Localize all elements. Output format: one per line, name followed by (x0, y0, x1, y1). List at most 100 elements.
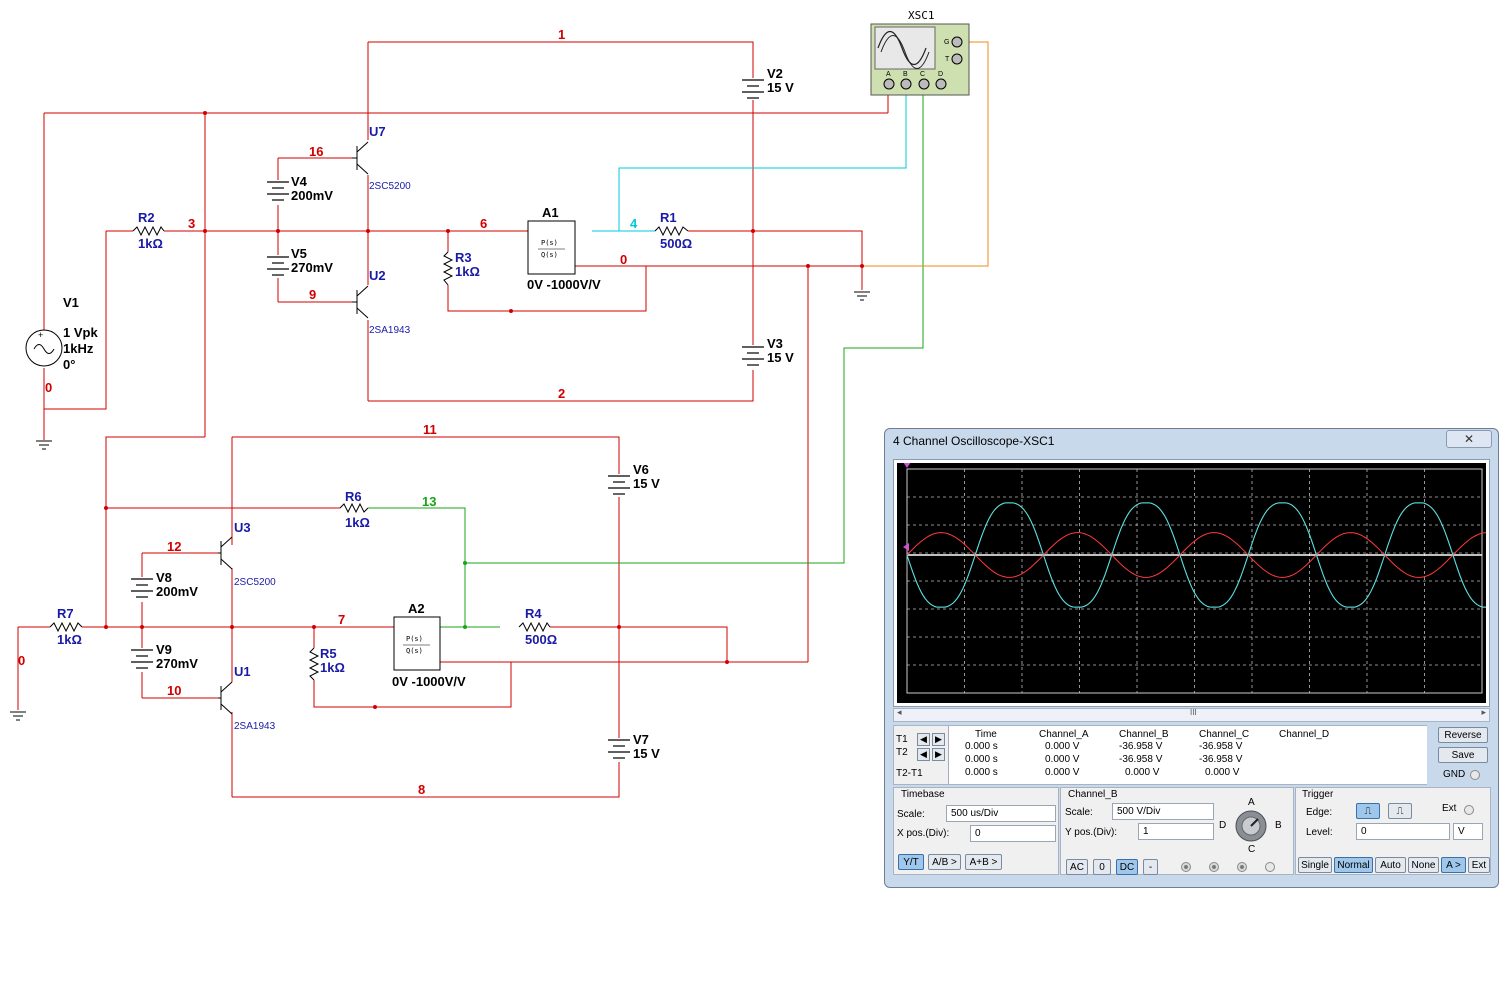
t1-left-arrow-icon[interactable]: ◀ (917, 733, 930, 746)
ac-coupling-button[interactable]: AC (1066, 859, 1088, 875)
single-button[interactable]: Single (1298, 857, 1332, 873)
svg-text:0: 0 (620, 252, 627, 267)
oscilloscope-window[interactable]: 4 Channel Oscilloscope-XSC1 ✕ ◂ III ▸ T1… (884, 428, 1499, 888)
knob-label-c: C (1248, 844, 1256, 855)
svg-text:2SA1943: 2SA1943 (234, 721, 276, 732)
svg-text:1kΩ: 1kΩ (57, 632, 82, 647)
scope-display[interactable] (893, 459, 1490, 707)
svg-text:V7: V7 (633, 732, 649, 747)
t2-right-arrow-icon[interactable]: ▶ (932, 748, 945, 761)
scope-traces (906, 502, 1486, 608)
hdr-channel-b: Channel_B (1119, 729, 1169, 740)
svg-text:0: 0 (18, 653, 25, 668)
svg-text:500Ω: 500Ω (525, 632, 557, 647)
battery-symbols (131, 79, 764, 759)
svg-text:D: D (938, 71, 943, 78)
svg-text:8: 8 (418, 782, 425, 797)
timebase-scale-label: Scale: (897, 809, 925, 820)
timebase-title: Timebase (901, 789, 945, 800)
svg-text:2SC5200: 2SC5200 (369, 181, 411, 192)
t1-right-arrow-icon[interactable]: ▶ (932, 733, 945, 746)
transfer-block-a1[interactable]: P(s) Q(s) A1 0V -1000V/V (527, 205, 601, 292)
svg-text:3: 3 (188, 216, 195, 231)
svg-text:15 V: 15 V (633, 746, 660, 761)
dc-coupling-button[interactable]: DC (1116, 859, 1138, 875)
svg-text:G: G (944, 39, 949, 46)
v1-amp: 1 Vpk (63, 325, 98, 340)
scope-grid (907, 469, 1482, 693)
normal-button[interactable]: Normal (1334, 857, 1373, 873)
junctions (104, 111, 864, 709)
hdr-channel-d: Channel_D (1279, 729, 1330, 740)
resistor-symbols (49, 225, 689, 681)
trace-channel-b (906, 502, 1486, 608)
svg-text:C: C (920, 71, 925, 78)
trigger-panel: Trigger Edge: ⎍ ⎍ Ext Level: 0 V Single … (1295, 787, 1491, 875)
hdr-channel-c: Channel_C (1199, 729, 1250, 740)
svg-text:1kΩ: 1kΩ (138, 236, 163, 251)
scroll-thumb[interactable]: III (1190, 708, 1197, 717)
reverse-button[interactable]: Reverse (1438, 727, 1488, 743)
falling-edge-icon[interactable]: ⎍ (1388, 803, 1412, 819)
channel-radio[interactable] (1181, 862, 1191, 872)
svg-text:R4: R4 (525, 606, 542, 621)
svg-text:1kΩ: 1kΩ (345, 515, 370, 530)
channel-radio[interactable] (1209, 862, 1219, 872)
a2-formula: 0V -1000V/V (392, 674, 466, 689)
v1-name: V1 (63, 295, 79, 310)
v1-freq: 1kHz (63, 341, 94, 356)
ab-button[interactable]: A/B > (928, 854, 961, 870)
channel-radio[interactable] (1237, 862, 1247, 872)
scroll-left-icon[interactable]: ◂ (897, 707, 902, 717)
a-plus-b-button[interactable]: A+B > (965, 854, 1002, 870)
level-unit-select[interactable]: V (1453, 823, 1483, 840)
ypos-label: Y pos.(Div): (1065, 827, 1118, 838)
scroll-right-icon[interactable]: ▸ (1481, 707, 1486, 717)
save-button[interactable]: Save (1438, 747, 1488, 763)
cursor-readout: T1 T2 T2-T1 ◀ ▶ ◀ ▶ Time Channel_A Chann… (893, 725, 1427, 785)
ext-radio[interactable] (1464, 805, 1474, 815)
channel-scale-field[interactable]: 500 V/Div (1112, 803, 1214, 820)
readout-cell: 0.000 V (1205, 767, 1240, 778)
rising-edge-icon[interactable]: ⎍ (1356, 803, 1380, 819)
transfer-block-a2[interactable]: P(s) Q(s) A2 0V -1000V/V (392, 601, 466, 689)
ac-source-v1[interactable]: + V1 1 Vpk 1kHz 0° (25, 295, 98, 372)
readout-cell: -36.958 V (1199, 754, 1243, 765)
none-button[interactable]: None (1408, 857, 1439, 873)
channel-radio[interactable] (1265, 862, 1275, 872)
svg-text:U3: U3 (234, 520, 251, 535)
yt-button[interactable]: Y/T (898, 854, 924, 870)
svg-text:V6: V6 (633, 462, 649, 477)
auto-button[interactable]: Auto (1375, 857, 1406, 873)
horizontal-scrollbar[interactable]: ◂ III ▸ (893, 707, 1490, 722)
gnd-radio[interactable] (1470, 770, 1480, 780)
invert-button[interactable]: - (1143, 859, 1158, 875)
svg-text:U7: U7 (369, 124, 386, 139)
t2-left-arrow-icon[interactable]: ◀ (917, 748, 930, 761)
svg-text:R1: R1 (660, 210, 677, 225)
svg-text:R3: R3 (455, 250, 472, 265)
knob-label-d: D (1219, 820, 1227, 831)
ypos-field[interactable]: 1 (1138, 823, 1214, 840)
channel-selector-knob-icon[interactable] (1233, 808, 1269, 844)
xpos-field[interactable]: 0 (970, 825, 1056, 842)
svg-text:16: 16 (309, 144, 323, 159)
level-field[interactable]: 0 (1356, 823, 1450, 840)
trigger-ext-button[interactable]: Ext (1468, 857, 1490, 873)
svg-text:200mV: 200mV (291, 188, 333, 203)
timebase-scale-field[interactable]: 500 us/Div (946, 805, 1056, 822)
svg-text:0: 0 (45, 380, 52, 395)
trigger-a-button[interactable]: A > (1441, 857, 1466, 873)
close-button[interactable]: ✕ (1446, 430, 1492, 448)
timebase-panel: Timebase Scale: 500 us/Div X pos.(Div): … (893, 787, 1059, 875)
readout-cell: 0.000 s (965, 754, 998, 765)
transistor-symbols (218, 141, 369, 715)
zero-coupling-button[interactable]: 0 (1093, 859, 1111, 875)
svg-text:9: 9 (309, 287, 316, 302)
ground-symbols (10, 291, 870, 721)
svg-text:V2: V2 (767, 66, 783, 81)
svg-text:P(s): P(s) (541, 239, 558, 247)
gnd-label: GND (1443, 769, 1466, 780)
